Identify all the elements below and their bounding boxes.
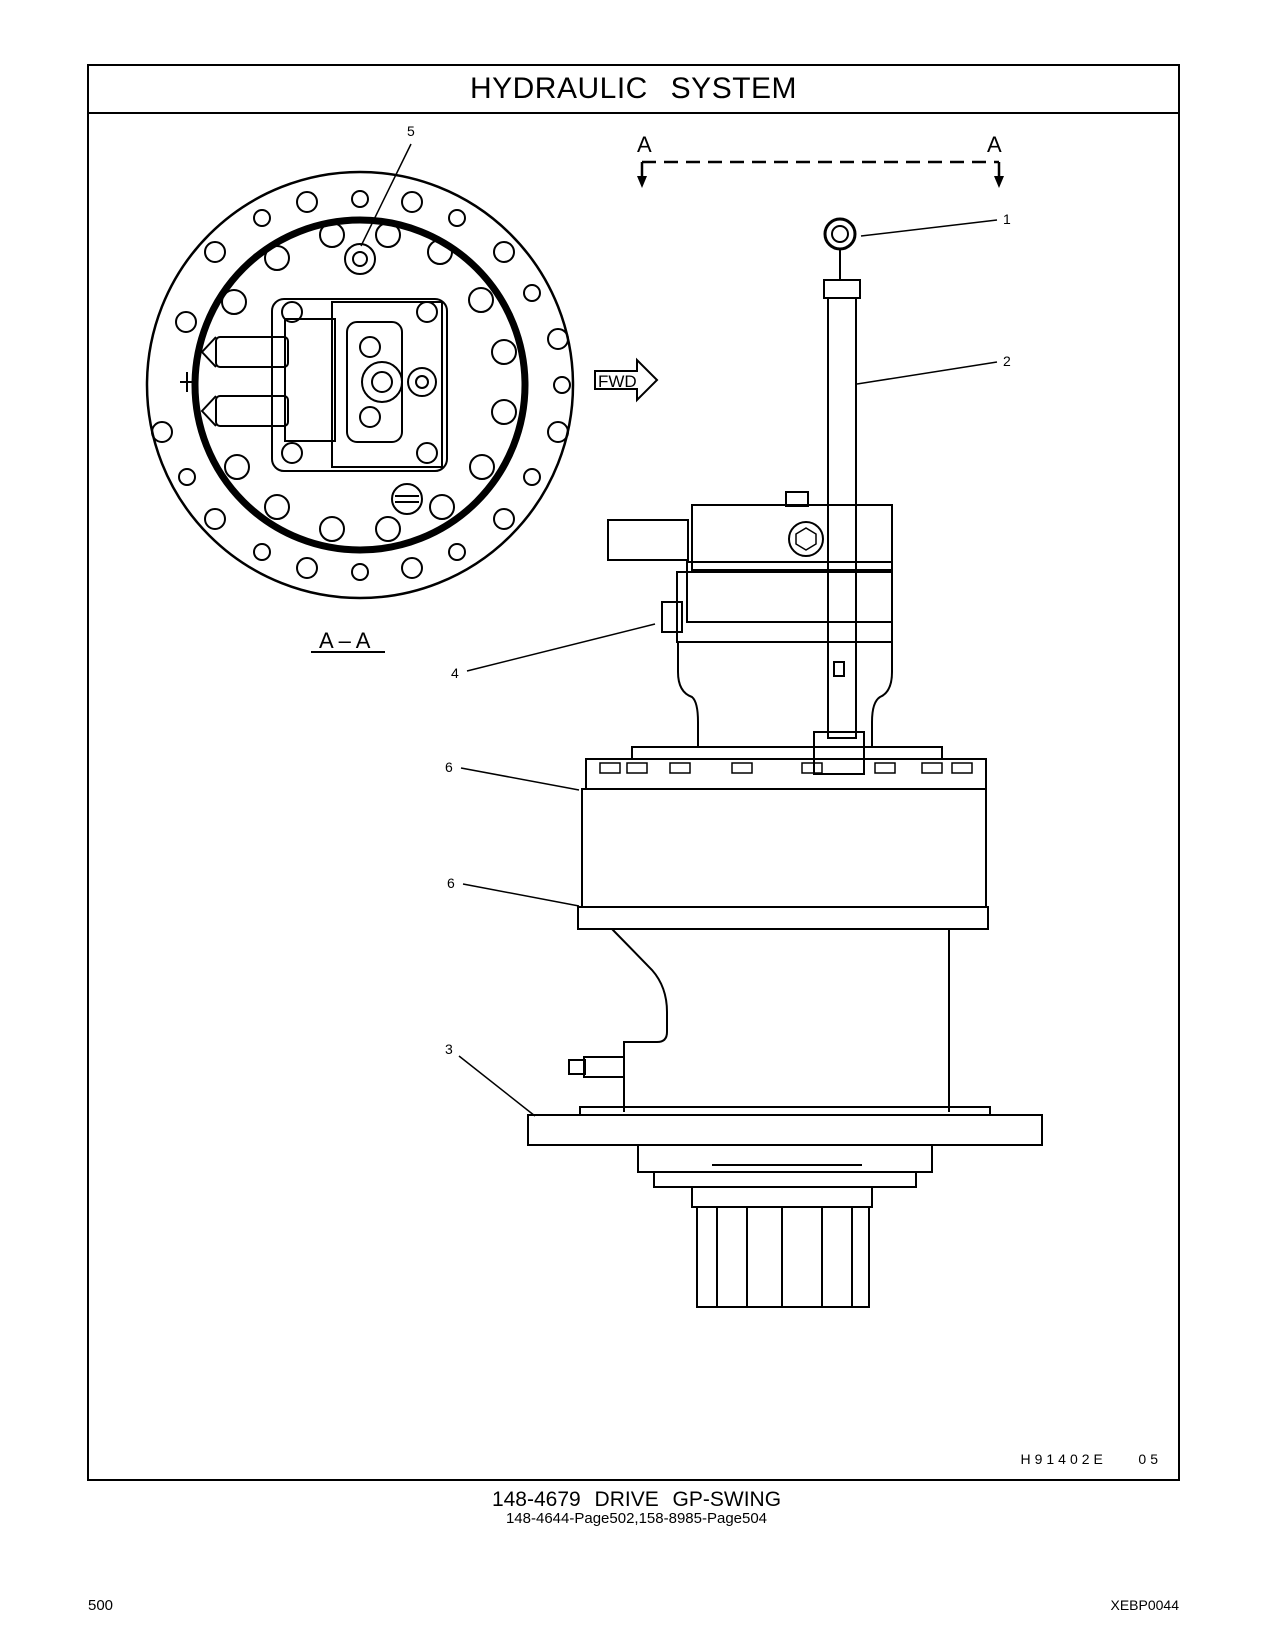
document-id: XEBP0044 bbox=[1110, 1597, 1180, 1613]
callout-3: 3 bbox=[445, 1041, 453, 1057]
callout-6-upper: 6 bbox=[445, 759, 453, 775]
section-mark-right: A bbox=[987, 132, 1002, 157]
section-view-a-a bbox=[145, 170, 575, 600]
callout-6-lower: 6 bbox=[447, 875, 455, 891]
callout-5: 5 bbox=[407, 123, 415, 139]
callout-2: 2 bbox=[1003, 353, 1011, 369]
callout-1: 1 bbox=[1003, 211, 1011, 227]
section-mark-left: A bbox=[637, 132, 652, 157]
exploded-view-drawing: 5 A – A A A FWD bbox=[145, 123, 1043, 1308]
page-number: 500 bbox=[88, 1597, 114, 1614]
inner-bolts bbox=[221, 222, 517, 542]
flange-holes bbox=[151, 190, 571, 581]
illustration-frame: HYDRAULIC SYSTEM bbox=[87, 64, 1180, 1481]
title-bar: HYDRAULIC SYSTEM bbox=[89, 66, 1178, 114]
figure-caption-title: 148-4679 DRIVE GP-SWING bbox=[491, 1488, 782, 1511]
page-title: HYDRAULIC SYSTEM bbox=[469, 72, 798, 105]
view-label: A – A bbox=[319, 628, 371, 653]
fwd-label: FWD bbox=[598, 372, 637, 391]
figure-code: H91402E 05 bbox=[1020, 1451, 1162, 1467]
figure-caption-references: 148-4644-Page502,158-8985-Page504 bbox=[505, 1510, 768, 1527]
callout-4: 4 bbox=[451, 665, 459, 681]
side-view bbox=[527, 217, 1043, 1308]
flange-bolts bbox=[599, 762, 973, 774]
